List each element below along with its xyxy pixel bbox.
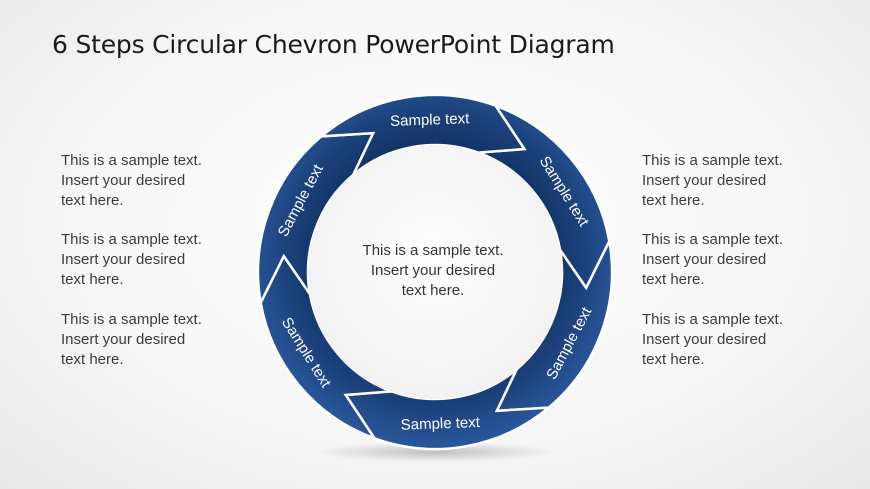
text-line: This is a sample text. (642, 311, 783, 328)
left-text-block-1: This is a sample text. Insert your desir… (61, 151, 261, 211)
text-line: text here. (642, 271, 705, 288)
text-line: Insert your desired (61, 172, 186, 189)
segment-label-6: Sample text (390, 110, 471, 130)
text-line: This is a sample text. (61, 231, 202, 248)
right-text-block-3: This is a sample text. Insert your desir… (642, 310, 842, 370)
right-text-block-1: This is a sample text. Insert your desir… (642, 151, 842, 211)
text-line: This is a sample text. (61, 311, 202, 328)
text-line: text here. (61, 192, 124, 209)
right-text-block-2: This is a sample text. Insert your desir… (642, 230, 842, 290)
text-line: text here. (61, 351, 124, 368)
text-line: This is a sample text. (642, 152, 783, 169)
text-line: Insert your desired (61, 251, 186, 268)
text-line: text here. (61, 271, 124, 288)
center-text: This is a sample text. Insert your desir… (330, 241, 536, 301)
text-line: Insert your desired (642, 251, 767, 268)
text-line: Insert your desired (642, 172, 767, 189)
left-text-block-3: This is a sample text. Insert your desir… (61, 310, 261, 370)
text-line: This is a sample text. (61, 152, 202, 169)
left-text-block-2: This is a sample text. Insert your desir… (61, 230, 261, 290)
diagram-shadow (315, 442, 555, 462)
text-line: Insert your desired (61, 331, 186, 348)
text-line: Insert your desired (642, 331, 767, 348)
text-line: text here. (642, 351, 705, 368)
slide-title: 6 Steps Circular Chevron PowerPoint Diag… (52, 30, 615, 59)
segment-label-3: Sample text (400, 414, 481, 434)
center-text-line: Insert your desired (370, 262, 496, 279)
center-text-line: This is a sample text. (362, 242, 504, 259)
text-line: text here. (642, 192, 705, 209)
center-text-line: text here. (401, 282, 465, 299)
inner-circle (308, 145, 562, 399)
text-line: This is a sample text. (642, 231, 783, 248)
